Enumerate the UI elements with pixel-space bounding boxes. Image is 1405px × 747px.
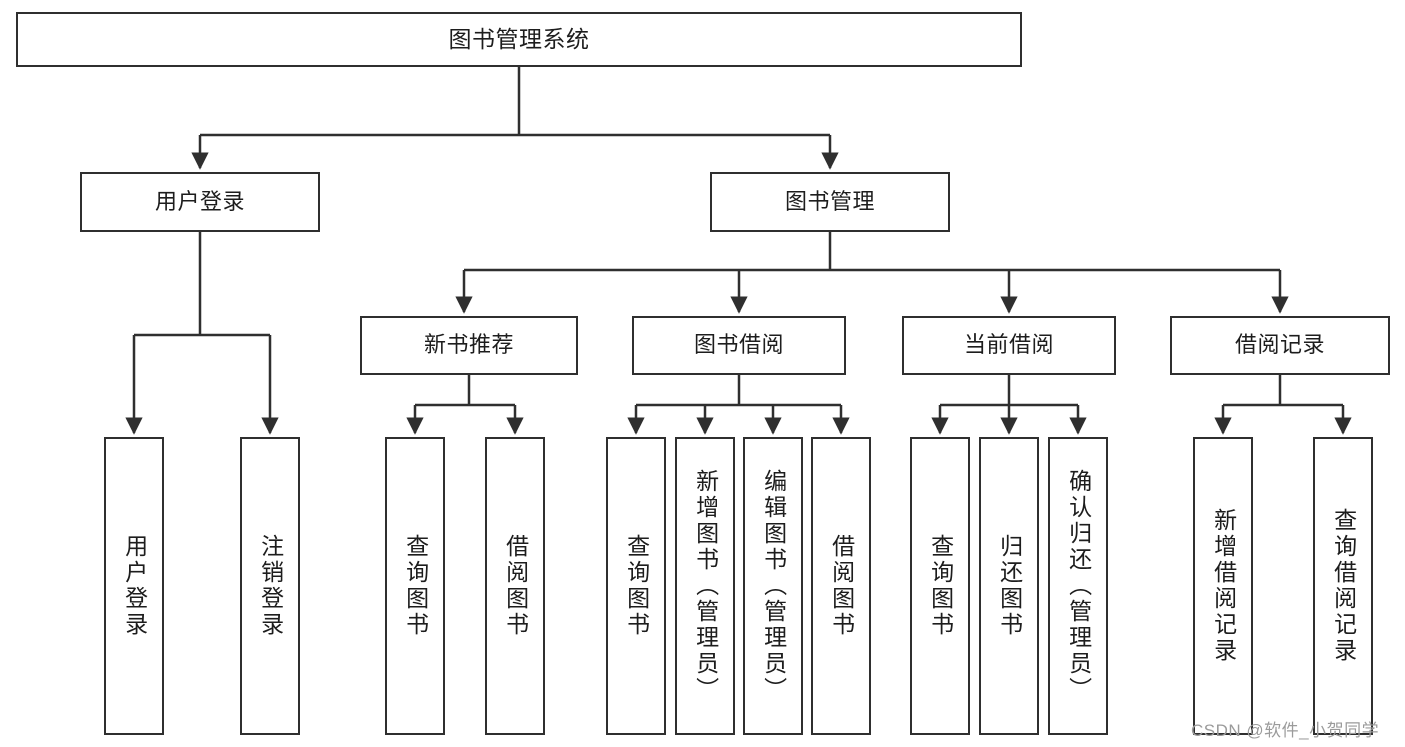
node-new-book-recommend[interactable]: 新书推荐 bbox=[360, 316, 578, 375]
node-label: 查询图书 bbox=[402, 534, 429, 638]
leaf-book-borrow-edit[interactable]: 编辑图书（管理员） bbox=[743, 437, 803, 735]
node-borrow-record[interactable]: 借阅记录 bbox=[1170, 316, 1390, 375]
node-label: 新书推荐 bbox=[423, 332, 514, 358]
node-label: 新增图书（管理员） bbox=[692, 469, 719, 703]
leaf-current-borrow-confirm[interactable]: 确认归还（管理员） bbox=[1048, 437, 1108, 735]
node-label: 图书管理 bbox=[784, 188, 875, 214]
node-label: 借阅图书 bbox=[828, 534, 855, 638]
node-label: 用户登录 bbox=[121, 534, 148, 638]
leaf-book-borrow-borrow[interactable]: 借阅图书 bbox=[811, 437, 871, 735]
node-current-borrow[interactable]: 当前借阅 bbox=[902, 316, 1116, 375]
node-label: 查询图书 bbox=[927, 534, 954, 638]
node-book-borrow[interactable]: 图书借阅 bbox=[632, 316, 846, 375]
leaf-book-borrow-add[interactable]: 新增图书（管理员） bbox=[675, 437, 735, 735]
leaf-current-borrow-return[interactable]: 归还图书 bbox=[979, 437, 1039, 735]
leaf-book-borrow-query[interactable]: 查询图书 bbox=[606, 437, 666, 735]
node-label: 编辑图书（管理员） bbox=[760, 469, 787, 703]
leaf-borrow-record-add[interactable]: 新增借阅记录 bbox=[1193, 437, 1253, 735]
node-book-management[interactable]: 图书管理 bbox=[710, 172, 950, 232]
node-label: 归还图书 bbox=[996, 534, 1023, 638]
node-label: 确认归还（管理员） bbox=[1065, 469, 1092, 703]
leaf-user-login-logout[interactable]: 注销登录 bbox=[240, 437, 300, 735]
node-label: 注销登录 bbox=[257, 534, 284, 638]
node-label: 新增借阅记录 bbox=[1210, 508, 1237, 664]
node-label: 借阅图书 bbox=[502, 534, 529, 638]
leaf-current-borrow-query[interactable]: 查询图书 bbox=[910, 437, 970, 735]
node-label: 当前借阅 bbox=[963, 332, 1054, 358]
node-label: 查询图书 bbox=[623, 534, 650, 638]
node-user-login[interactable]: 用户登录 bbox=[80, 172, 320, 232]
node-root-system[interactable]: 图书管理系统 bbox=[16, 12, 1022, 67]
node-label: 查询借阅记录 bbox=[1330, 508, 1357, 664]
leaf-user-login-login[interactable]: 用户登录 bbox=[104, 437, 164, 735]
leaf-new-book-query[interactable]: 查询图书 bbox=[385, 437, 445, 735]
node-label: 借阅记录 bbox=[1234, 332, 1325, 358]
node-label: 用户登录 bbox=[154, 188, 245, 214]
leaf-borrow-record-query[interactable]: 查询借阅记录 bbox=[1313, 437, 1373, 735]
csdn-watermark: CSDN @软件_小贺同学 bbox=[1191, 721, 1380, 740]
leaf-new-book-borrow[interactable]: 借阅图书 bbox=[485, 437, 545, 735]
node-label: 图书借阅 bbox=[693, 332, 784, 358]
node-label: 图书管理系统 bbox=[448, 25, 590, 52]
